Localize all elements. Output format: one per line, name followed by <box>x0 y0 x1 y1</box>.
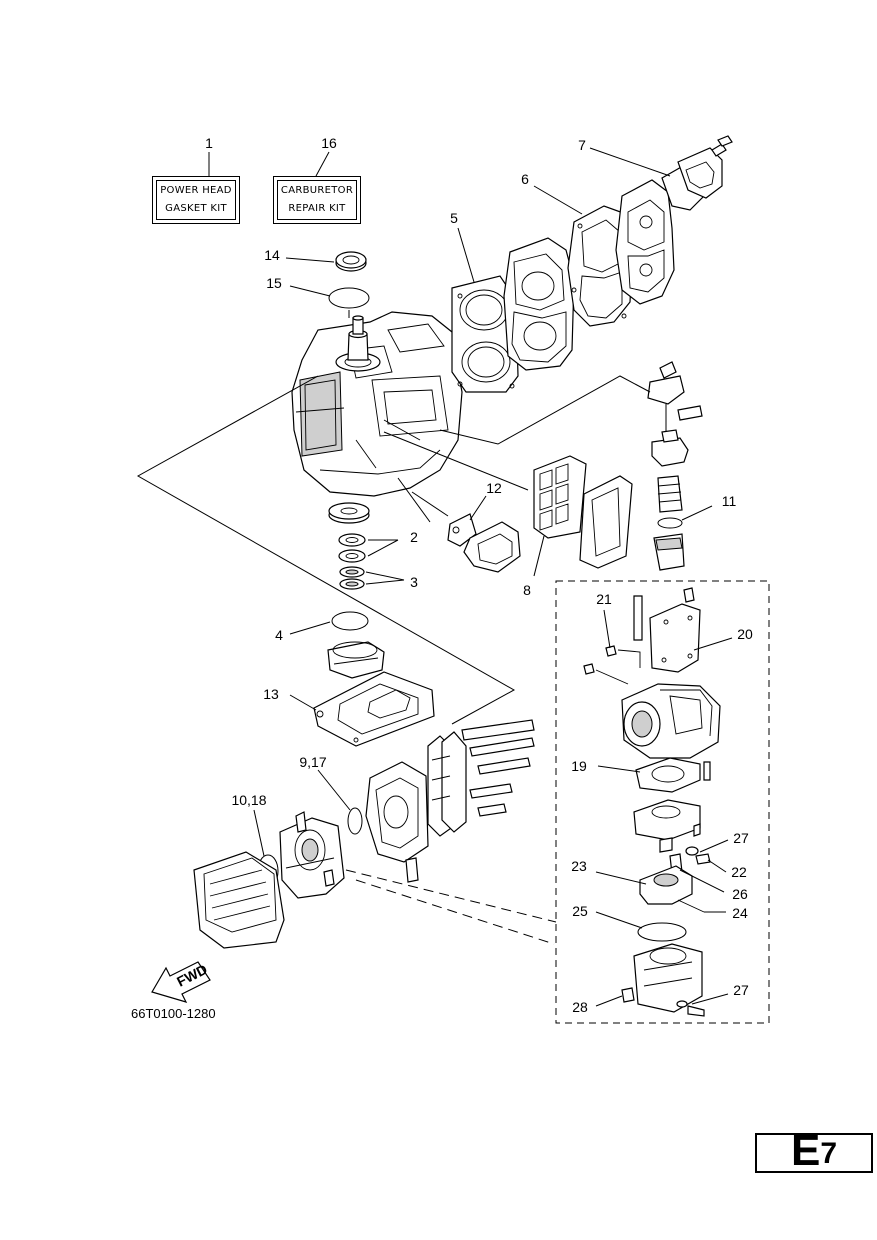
callout-27-upper: 27 <box>733 830 749 846</box>
silencer <box>193 851 285 949</box>
carburetor-kit-line2: REPAIR KIT <box>288 203 346 214</box>
callout-3: 3 <box>410 574 418 590</box>
intake-manifold <box>365 761 429 883</box>
exhaust-gasket <box>533 455 633 569</box>
callout-9-17: 9,17 <box>299 754 326 770</box>
anode-bracket <box>647 361 703 432</box>
reed-valves <box>427 719 535 837</box>
callout-7: 7 <box>578 137 586 153</box>
fwd-arrow-icon: FWD <box>151 961 211 1003</box>
callout-26: 26 <box>732 886 748 902</box>
power-head-kit-line1: POWER HEAD <box>160 185 232 196</box>
thermostat-cover <box>661 135 733 211</box>
valve-assembly <box>651 429 689 571</box>
callout-1: 1 <box>205 135 213 151</box>
reference-lines <box>136 147 733 1007</box>
carburetor-detail-frame <box>555 580 770 1024</box>
callout-24: 24 <box>732 905 748 921</box>
callout-numbers: 1 16 7 6 5 14 15 12 11 2 3 8 21 20 4 13 … <box>205 135 753 1015</box>
callout-23: 23 <box>571 858 587 874</box>
callout-20: 20 <box>737 626 753 642</box>
callout-21: 21 <box>596 591 612 607</box>
cylinder-head <box>503 237 575 371</box>
head-cover-gasket <box>567 205 633 327</box>
callout-13: 13 <box>263 686 279 702</box>
callout-11: 11 <box>722 493 737 509</box>
callout-22: 22 <box>731 864 747 880</box>
callout-2: 2 <box>410 529 418 545</box>
callout-14: 14 <box>264 247 280 263</box>
carburetor <box>279 811 345 899</box>
page-badge-letter: E <box>790 1126 821 1175</box>
callout-5: 5 <box>450 210 458 226</box>
lower-seals <box>328 502 370 590</box>
manifold-part <box>447 513 521 573</box>
top-seal-parts <box>328 251 370 318</box>
callout-15: 15 <box>266 275 282 291</box>
callout-27-lower: 27 <box>733 982 749 998</box>
lower-housing-cup <box>327 611 385 679</box>
callout-10-18: 10,18 <box>231 792 266 808</box>
drawing-code: 66T0100-1280 <box>131 1006 216 1021</box>
page-badge-digit: 7 <box>820 1137 838 1170</box>
callout-8: 8 <box>523 582 531 598</box>
power-head-kit-line2: GASKET KIT <box>165 203 227 214</box>
head-gasket <box>451 275 519 393</box>
callout-16: 16 <box>321 135 337 151</box>
carburetor-detail-parts <box>583 587 721 1017</box>
head-cover <box>615 179 675 305</box>
callout-6: 6 <box>521 171 529 187</box>
callout-19: 19 <box>571 758 587 774</box>
callout-4: 4 <box>275 627 283 643</box>
carburetor-kit-line1: CARBURETOR <box>280 185 354 196</box>
callout-25: 25 <box>572 903 588 919</box>
callout-28: 28 <box>572 999 588 1015</box>
callout-12: 12 <box>486 480 502 496</box>
power-head-block <box>291 311 463 497</box>
carburetor-repair-kit-box: CARBURETOR REPAIR KIT <box>273 176 361 224</box>
page-number-badge: E 7 <box>755 1126 873 1175</box>
base-gasket <box>313 671 435 747</box>
oring-9-17 <box>347 807 363 835</box>
power-head-gasket-kit-box: POWER HEAD GASKET KIT <box>152 176 240 224</box>
